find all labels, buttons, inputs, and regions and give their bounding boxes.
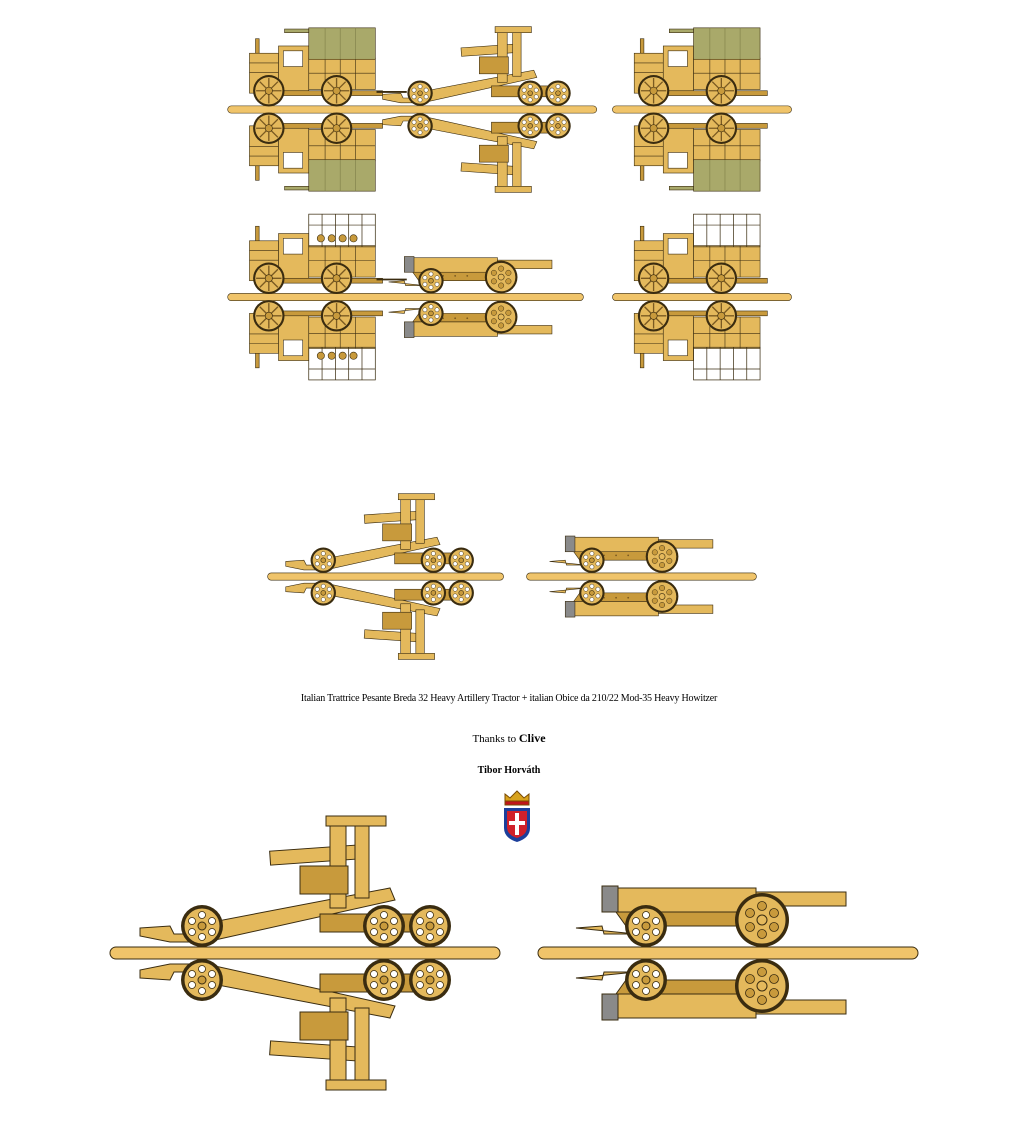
vehicle-plates	[227, 0, 792, 680]
plate-1-tractor-side	[612, 27, 792, 192]
plate-2-tractor-side	[612, 213, 792, 381]
thanks-prefix: Thanks to	[472, 733, 517, 745]
plate-4	[526, 536, 757, 617]
plate-1	[227, 27, 598, 193]
caption-thanks: Thanks to Clive	[0, 731, 1018, 746]
caption-title: Italian Trattrice Pesante Breda 32 Heavy…	[300, 693, 718, 704]
plate-3	[267, 494, 504, 660]
savoy-crown-shield-icon	[504, 790, 530, 842]
caption-author: Tibor Horváth	[477, 765, 541, 776]
thanks-name: Clive	[518, 731, 546, 745]
plate-2	[227, 213, 584, 381]
